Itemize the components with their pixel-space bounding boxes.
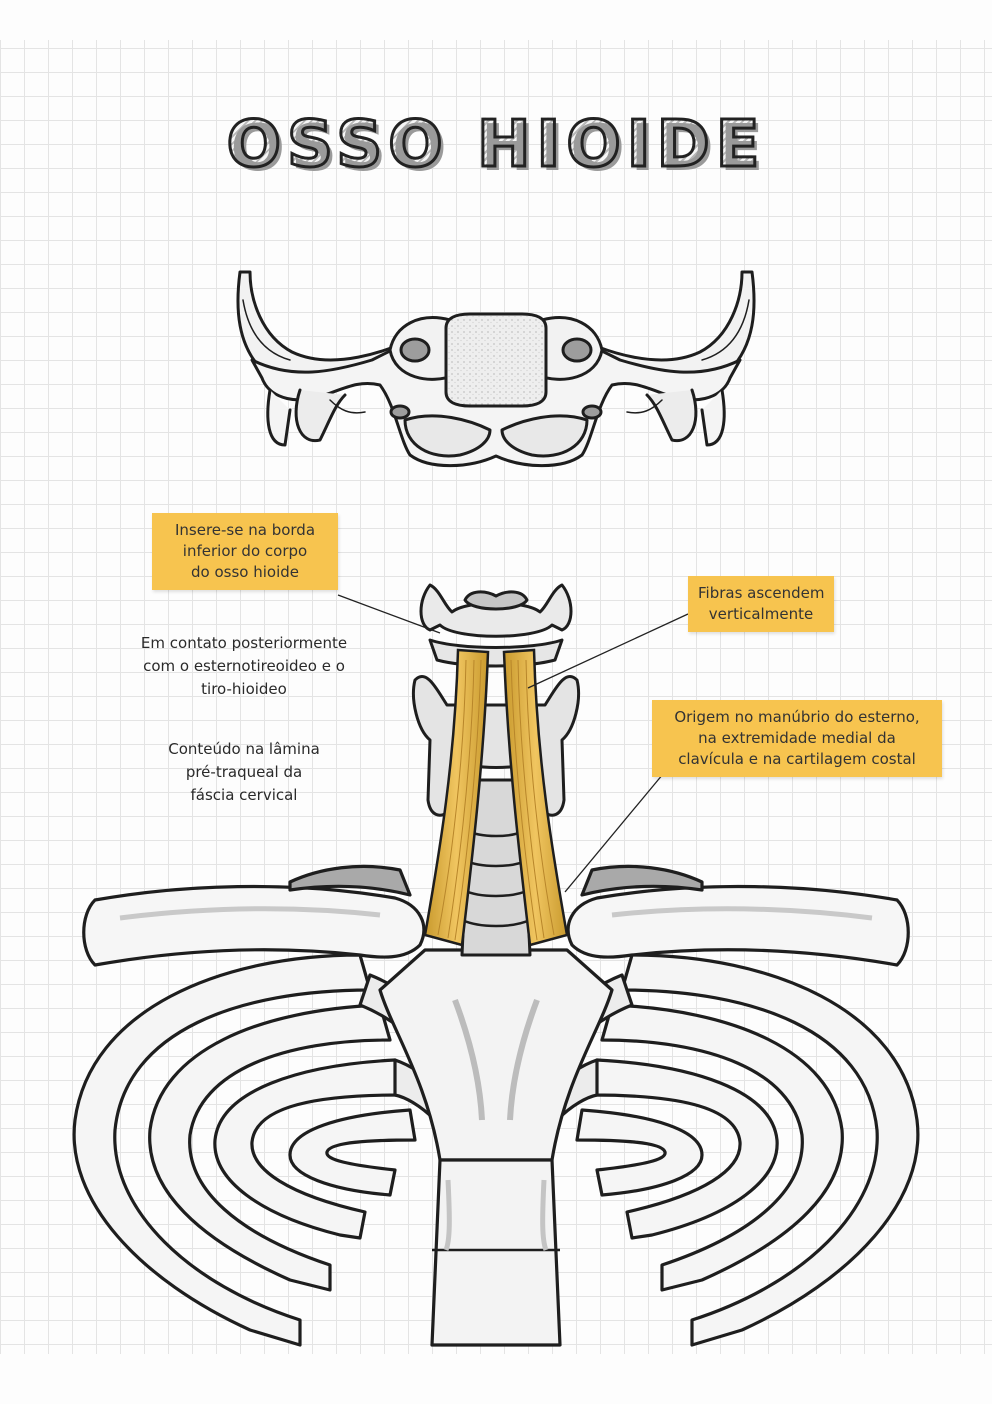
skull-base-illustration [236, 270, 756, 468]
annotation-line: do osso hioide [191, 563, 299, 581]
annotation-line: verticalmente [708, 605, 814, 623]
annotation-line: Conteúdo na lâmina [168, 740, 320, 758]
annotation-origin: Origem no manúbrio do esterno, na extrem… [652, 700, 942, 777]
annotation-line: Origem no manúbrio do esterno, [674, 708, 920, 726]
annotation-line: Insere-se na borda [174, 521, 316, 539]
annotation-line: clavícula e na cartilagem costal [678, 750, 916, 768]
annotation-line: com o esternotireoideo e o [143, 657, 345, 675]
annotation-posterior-contact: Em contato posteriormente com o esternot… [116, 632, 372, 701]
annotation-line: pré-traqueal da [185, 763, 303, 781]
annotation-line: Fibras ascendem [698, 584, 825, 602]
annotation-line: Em contato posteriormente [140, 634, 348, 652]
annotation-insertion: Insere-se na borda inferior do corpo do … [152, 513, 338, 590]
annotation-fascia: Conteúdo na lâmina pré-traqueal da fásci… [144, 738, 344, 807]
annotation-line: fáscia cervical [190, 786, 298, 804]
annotation-line: tiro-hioideo [201, 680, 287, 698]
annotation-fibers: Fibras ascendem verticalmente [688, 576, 834, 632]
annotation-line: na extremidade medial da [698, 729, 896, 747]
annotation-line: inferior do corpo [182, 542, 308, 560]
